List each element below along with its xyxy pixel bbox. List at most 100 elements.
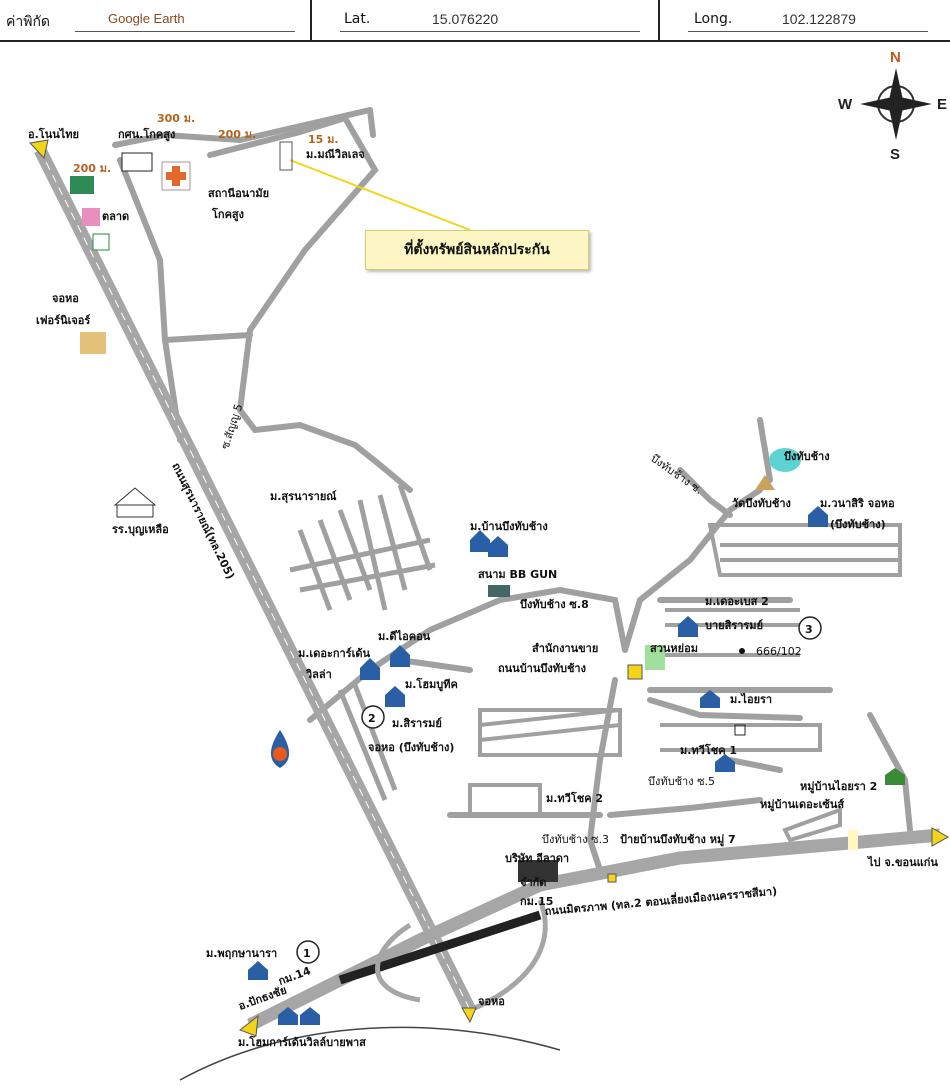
long-cell: Long. 102.122879 <box>658 0 950 40</box>
company-building-icon <box>518 860 558 882</box>
label-m-pruksa: ม.พฤกษานารา <box>206 947 277 960</box>
marker-1 <box>296 940 320 964</box>
arrow-cho-ho <box>461 1007 477 1024</box>
label-m-garden-2: วิลล่า <box>305 668 332 681</box>
junction-marker <box>848 830 858 850</box>
label-kok-sung-school: กศน.โกคสูง <box>118 127 175 142</box>
arrow-khon-kaen <box>931 827 950 847</box>
label-soi-sasan5: ซ.สัญญ 5 <box>218 402 245 451</box>
dist-200a: 200 ม. <box>218 128 256 141</box>
label-bueng-tab-chang: บึงทับช้าง <box>784 450 830 463</box>
coord-source: Google Earth <box>108 11 185 26</box>
label-km14: กม.14 <box>277 964 313 988</box>
address-dot <box>739 648 745 654</box>
marker-3 <box>798 616 822 640</box>
marker-2 <box>361 705 385 729</box>
svg-text:3: 3 <box>805 623 813 636</box>
lat-label: Lat. <box>344 11 371 27</box>
label-m-garden-1: ม.เดอะการ์เด้น <box>298 647 370 660</box>
label-sales-office-2: ถนนบ้านบึงทับช้าง <box>498 662 586 675</box>
school-icon <box>113 487 157 506</box>
bb-gun-icon <box>488 585 510 597</box>
label-m-aira2: หมู่บ้านไอยรา 2 <box>800 779 877 794</box>
label-m-taweechoke2: ม.ทวีโชค 2 <box>546 791 603 805</box>
dist-300: 300 ม. <box>157 112 195 125</box>
label-furniture-2: เฟอร์นิเจอร์ <box>36 314 90 327</box>
village-blocks <box>468 523 902 843</box>
lat-value: 15.076220 <box>432 11 499 27</box>
long-label: Long. <box>694 11 733 27</box>
suranarai-grid <box>289 484 436 801</box>
temple-icon <box>755 475 775 490</box>
lat-cell: Lat. 15.076220 <box>310 0 660 40</box>
compass-rose: N S E W <box>838 49 947 163</box>
callout-pointer <box>289 159 471 231</box>
seven-eleven-icon <box>92 233 110 251</box>
overpass <box>338 910 542 985</box>
coordinate-header: ค่าพิกัด Google Earth Lat. 15.076220 Lon… <box>0 0 950 42</box>
svg-text:2: 2 <box>368 712 376 725</box>
compass-e: E <box>937 96 947 113</box>
label-m-suranarai: ม.สุรนารายณ์ <box>270 490 337 504</box>
collateral-callout: ที่ตั้งทรัพย์สินหลักประกัน <box>365 230 589 270</box>
school-building-icon <box>121 152 153 172</box>
dist-15: 15 ม. <box>308 133 339 146</box>
label-m-the-base: ม.เดอะเบส 2 <box>705 595 769 608</box>
dist-200b: 200 ม. <box>73 162 111 175</box>
label-non-thai: อ.โนนไทย <box>28 127 79 141</box>
label-temple: วัดบึงทับช้าง <box>732 497 791 510</box>
label-bb-gun: สนาม BB GUN <box>478 568 557 581</box>
label-m-home-boutique: ม.โฮมบูทีค <box>405 677 458 692</box>
label-bueng-soi8: บึงทับช้าง ซ.8 <box>520 598 589 611</box>
label-park: สวนหย่อม <box>650 642 698 655</box>
park-icon <box>645 645 665 670</box>
label-school: รร.บุญเหลือ <box>112 523 169 537</box>
coord-label: ค่าพิกัด <box>6 14 51 30</box>
label-sign-village: ป้ายบ้านบึงทับช้าง หมู่ 7 <box>620 833 736 847</box>
label-company-2: จำกัด <box>520 876 546 889</box>
arrow-pak-thong-chai <box>238 1014 259 1037</box>
label-health-station-2: โกคสูง <box>211 207 244 222</box>
village-aira2-icon <box>885 768 905 785</box>
label-m-sirarom-1: ม.สิรารมย์ <box>392 717 442 730</box>
svg-text:1: 1 <box>303 947 311 960</box>
market-icon <box>82 208 100 226</box>
label-health-station-1: สถานีอนามัย <box>208 187 269 200</box>
coord-source-cell: ค่าพิกัด Google Earth <box>0 0 312 40</box>
label-m-baisirarom: บายสิรารมย์ <box>705 619 763 632</box>
label-m-sirarom-2: จอหอ (บึงทับช้าง) <box>368 741 454 754</box>
label-m-the-sense: หมู่บ้านเดอะเซ้นส์ <box>760 798 844 812</box>
label-m-taweechoke1: ม.ทวีโชค 1 <box>680 743 737 757</box>
long-value: 102.122879 <box>782 11 856 27</box>
label-market: ตลาด <box>102 210 129 223</box>
label-to-khonkaen: ไป จ.ขอนแก่น <box>866 855 938 869</box>
label-house-no: 666/102 <box>756 645 802 658</box>
label-mani-village: ม.มณีวิลเลจ <box>306 148 365 161</box>
label-m-ban-bueng: ม.บ้านบึงทับช้าง <box>470 520 548 533</box>
pond-icon <box>769 448 801 472</box>
label-sales-office-1: สำนักงานขาย <box>532 642 598 655</box>
arrow-non-thai <box>28 139 49 160</box>
label-bueng-soi: บึงทับช้าง ซ. <box>648 452 705 497</box>
label-bueng-soi5: บึงทับช้าง ซ.5 <box>648 775 715 788</box>
label-furniture-1: จอหอ <box>52 292 79 305</box>
label-cho-ho: จอหอ <box>478 995 505 1008</box>
village-icons <box>248 506 828 1025</box>
compass-s: S <box>890 146 900 163</box>
compass-n: N <box>890 49 901 66</box>
village-sign-icon <box>607 873 617 883</box>
furniture-store-icon <box>80 332 106 354</box>
label-m-aira: ม.ไอยรา <box>730 692 772 706</box>
sales-office-icon <box>627 664 643 680</box>
label-road-mittraphap: ถนนมิตรภาพ (ทล.2 ตอนเลี่ยงเมืองนครราชสีม… <box>544 883 778 918</box>
area-markers: 1 2 3 <box>296 616 822 964</box>
label-m-wanasiri-1: ม.วนาสิริ จอหอ <box>820 497 895 510</box>
label-m-idol: ม.ดีไอคอน <box>378 629 431 643</box>
label-km15: กม.15 <box>520 895 553 908</box>
label-m-wanasiri-2: (บึงทับช้าง) <box>830 518 886 531</box>
label-company-1: บริษัท อีลาดา <box>505 852 569 865</box>
label-m-home-garden: ม.โฮมการ์เด้นวิลล์บายพาส <box>238 1035 366 1049</box>
label-bueng-soi3: บึงทับช้าง ซ.3 <box>542 833 609 846</box>
compass-w: W <box>838 96 853 113</box>
